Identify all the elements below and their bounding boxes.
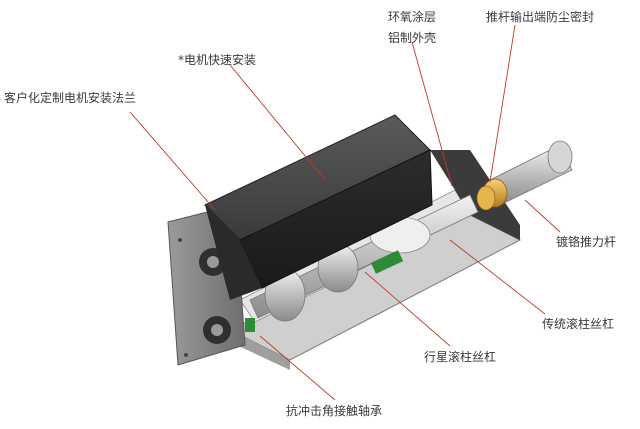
label-rod: 镀铬推力杆 <box>556 235 617 249</box>
label-flange: 客户化定制电机安装法兰 <box>4 91 137 105</box>
output-rod <box>476 140 573 211</box>
motor-block <box>204 114 433 300</box>
label-seal: 推杆输出端防尘密封 <box>486 10 595 24</box>
label-coating-line1: 环氧涂层 <box>388 10 437 24</box>
label-planetary-screw: 行星滚柱丝杠 <box>424 350 497 364</box>
label-bearing: 抗冲击角接触轴承 <box>286 404 383 418</box>
label-coating-line2: 铝制外壳 <box>388 31 437 45</box>
label-ball-screw: 传统滚柱丝杠 <box>542 317 615 331</box>
leader-lines <box>129 24 561 401</box>
label-motor-mount: *电机快速安装 <box>178 53 257 67</box>
